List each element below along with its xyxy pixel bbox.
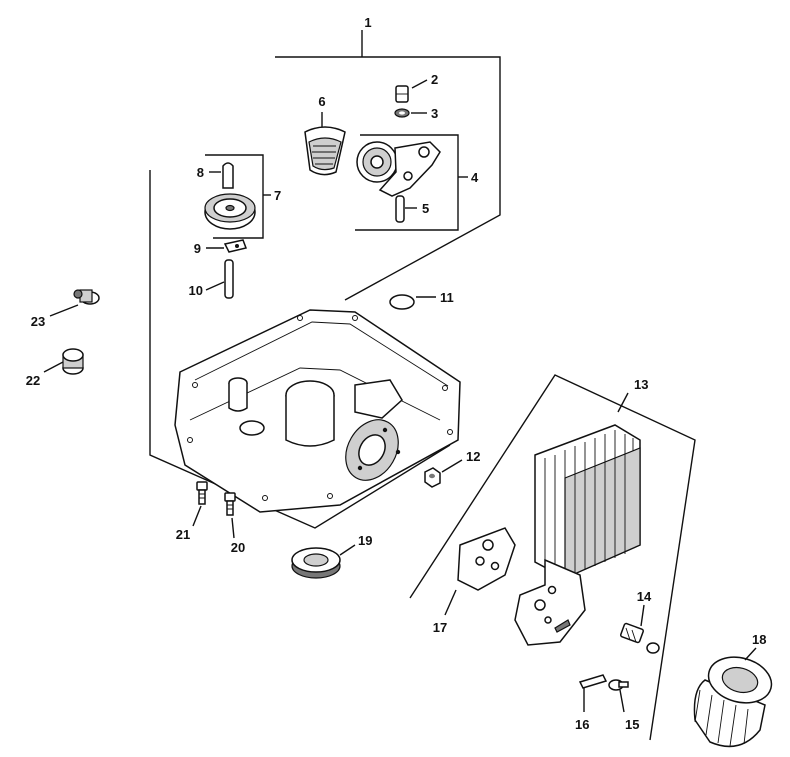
- callout-18: 18: [752, 632, 766, 647]
- callout-19: 19: [358, 533, 372, 548]
- callout-4: 4: [471, 170, 479, 185]
- washer-part-9: [223, 239, 248, 253]
- callout-15: 15: [625, 717, 639, 732]
- callout-10: 10: [189, 283, 203, 298]
- callout-8: 8: [197, 165, 204, 180]
- shaft-part-10: [224, 259, 234, 299]
- governor-gear-part-7: [204, 154, 264, 239]
- o-ring-part-11: [389, 294, 415, 310]
- oil-cooler-part-13: [514, 424, 641, 646]
- nut-part-12: [424, 467, 441, 488]
- oil-pump-part-4: [355, 134, 459, 231]
- oil-cooler-group-outline: [409, 374, 696, 741]
- screw-part-15: [608, 679, 629, 691]
- callout-23: 23: [31, 314, 45, 329]
- washer-part-3: [394, 108, 410, 118]
- pin-part-8: [222, 162, 234, 189]
- bracket-part-16: [578, 674, 608, 689]
- closure-plate-housing: [174, 309, 461, 513]
- callout-21: 21: [176, 527, 190, 542]
- callout-14: 14: [637, 589, 652, 604]
- sensor-part-23: [73, 289, 100, 305]
- plug-part-22: [62, 348, 84, 375]
- callout-20: 20: [231, 540, 245, 555]
- leader-lines: [43, 79, 757, 713]
- oil-filter-part-18: [693, 656, 773, 748]
- callout-22: 22: [26, 373, 40, 388]
- callout-16: 16: [575, 717, 589, 732]
- gasket-part-17: [457, 527, 516, 591]
- pin-part-5: [395, 195, 405, 223]
- callout-1: 1: [364, 15, 371, 30]
- callout-9: 9: [194, 241, 201, 256]
- callout-13: 13: [634, 377, 648, 392]
- callout-7: 7: [274, 188, 281, 203]
- callout-2: 2: [431, 72, 438, 87]
- oil-seal-part-19: [291, 547, 341, 579]
- callout-17: 17: [433, 620, 447, 635]
- callout-6: 6: [318, 94, 325, 109]
- adapter-part-14: [620, 622, 660, 654]
- callout-3: 3: [431, 106, 438, 121]
- screw-part-2: [395, 85, 409, 103]
- oil-strainer-part-6: [304, 126, 346, 176]
- callout-11: 11: [440, 290, 454, 305]
- screw-part-20: [224, 492, 236, 516]
- callout-5: 5: [422, 201, 429, 216]
- callout-labels: 1 2 3 4 5 6 7 8 9 10 11 12 13 14 15 16 1…: [26, 15, 767, 732]
- screw-part-21: [196, 481, 208, 505]
- callout-12: 12: [466, 449, 480, 464]
